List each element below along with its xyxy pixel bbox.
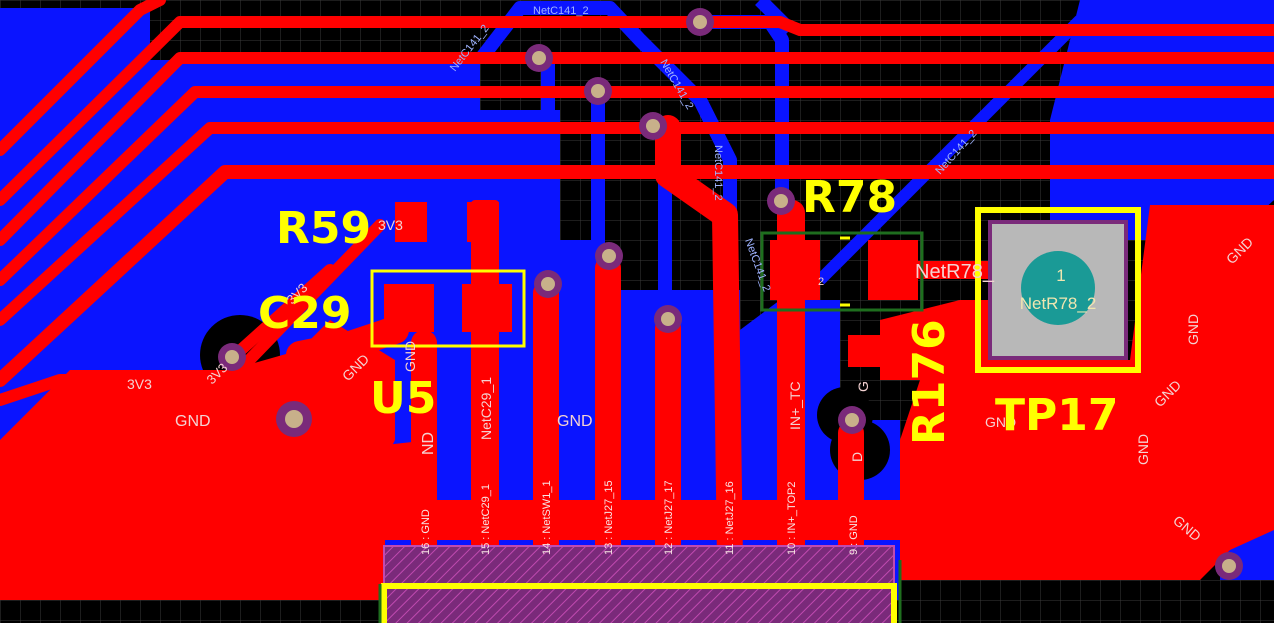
designator-tp17[interactable]: TP17 <box>995 390 1119 441</box>
net-label: NetR78_ <box>915 261 995 283</box>
designators: R59 C29 U5 R78 R176 TP17 <box>258 172 1119 445</box>
bottom-trace-netc141 <box>474 1 737 280</box>
net-label: GND <box>985 414 1016 430</box>
net-label: NetC29_1 <box>478 377 494 440</box>
top-gnd-pour-right <box>385 205 1274 580</box>
u5-outline <box>381 583 897 623</box>
via[interactable] <box>218 343 246 371</box>
top-trace-diag-5 <box>0 122 1274 326</box>
vias <box>218 8 1243 580</box>
r59-pad-1 <box>395 202 427 242</box>
top-trace-diag-1 <box>0 0 166 156</box>
via[interactable] <box>595 242 623 270</box>
u5-pin-labels: 16 : GND 15 : NetC29_1 14 : NetSW1_1 13 … <box>420 480 860 555</box>
net-label: IN+_TC <box>787 381 803 430</box>
r176-pad-1 <box>848 335 880 367</box>
via[interactable] <box>686 8 714 36</box>
r78-pad-1 <box>770 240 820 300</box>
u5-pin-14-trace <box>533 280 559 565</box>
tp17-pad-hole <box>1021 251 1095 325</box>
via[interactable] <box>767 187 795 215</box>
top-trace-diag-4 <box>0 86 1274 286</box>
via[interactable] <box>838 406 866 434</box>
net-label: GND <box>557 413 593 430</box>
u5-pin-16-trace <box>411 330 437 565</box>
via[interactable] <box>584 77 612 105</box>
net-label: D <box>849 452 865 462</box>
tp17-pad-net: NetR78_2 <box>1020 294 1097 313</box>
designator-r78[interactable]: R78 <box>802 172 897 223</box>
designator-u5[interactable]: U5 <box>370 373 436 424</box>
via[interactable] <box>525 44 553 72</box>
top-trace-3v3-via <box>226 264 336 364</box>
net-label: GND <box>402 341 418 372</box>
c29-gnd-trace <box>286 316 409 369</box>
via[interactable] <box>1215 552 1243 580</box>
via[interactable] <box>276 401 312 437</box>
u5-pin-label: 10 : IN+_TOP2 <box>786 482 798 555</box>
c29-outline <box>370 269 526 348</box>
via[interactable] <box>639 112 667 140</box>
c29-pad-2 <box>462 284 512 332</box>
tp17-outline <box>975 207 1141 373</box>
net-label: NetC141_2 <box>712 145 724 201</box>
net-label: G <box>855 381 871 392</box>
r176-pad-2 <box>778 335 804 405</box>
net-label: ND <box>420 432 437 455</box>
u5-pin-9-trace <box>838 420 864 565</box>
u5-pin-label: 11 : NetJ27_16 <box>724 481 736 555</box>
via[interactable] <box>534 270 562 298</box>
net-label: GND <box>1185 314 1201 345</box>
u5-pin-label: 12 : NetJ27_17 <box>663 480 675 555</box>
tp17-pad[interactable]: 1 NetR78_2 <box>988 220 1128 360</box>
top-copper-layer <box>0 0 1274 600</box>
u5-pin-label: 13 : NetJ27_15 <box>603 480 615 555</box>
via[interactable] <box>654 305 682 333</box>
u5-pin-label: 16 : GND <box>420 509 432 555</box>
designator-r176[interactable]: R176 <box>904 319 955 445</box>
top-gnd-pour-left <box>0 320 395 600</box>
net-label: 3V3 <box>127 376 152 392</box>
net-label: NetC141_2 <box>533 5 589 17</box>
u5-pin-label: 14 : NetSW1_1 <box>541 480 553 555</box>
u5-pin-13-trace <box>595 255 621 565</box>
net-label: 2 <box>818 276 824 288</box>
net-label: 3V3 <box>378 217 403 233</box>
u5-pin-11-trace <box>655 115 743 573</box>
top-trace-diag-6 <box>0 165 1274 387</box>
r78-outline <box>760 231 924 312</box>
designator-c29[interactable]: C29 <box>258 288 352 339</box>
r59-pad-2 <box>467 202 499 242</box>
silkscreen-layer <box>370 207 1141 623</box>
top-trace-diag-3 <box>0 52 1274 246</box>
designator-r59[interactable]: R59 <box>276 203 371 254</box>
u5-pin-12-trace <box>655 315 681 565</box>
net-label: GND <box>175 413 211 430</box>
u5-pin-label: 9 : GND <box>848 515 860 555</box>
tp17-pad-number: 1 <box>1056 266 1065 285</box>
net-label: GND <box>1135 434 1151 465</box>
bottom-trace-netc141-right <box>815 15 1085 285</box>
top-trace-diag-2 <box>0 16 1274 206</box>
u5-pin-label: 15 : NetC29_1 <box>480 484 492 555</box>
